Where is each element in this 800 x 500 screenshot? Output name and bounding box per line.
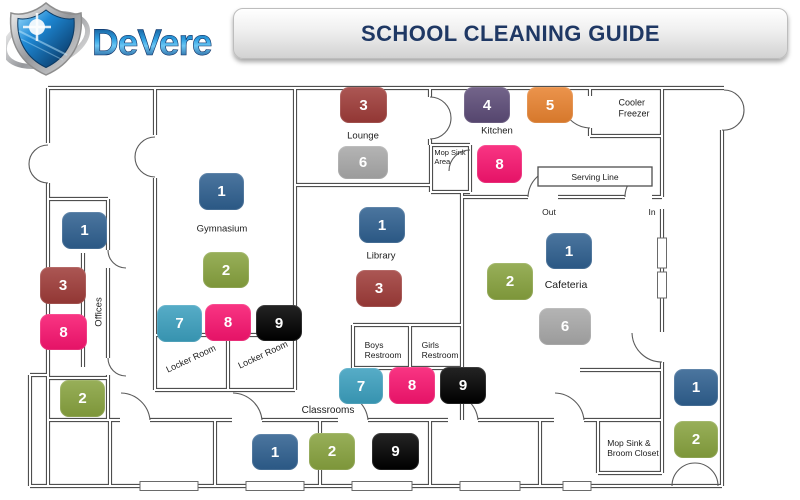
title-banner: SCHOOL CLEANING GUIDE bbox=[233, 8, 788, 59]
serving-line-counter bbox=[537, 166, 653, 187]
badge-right-1: 1 bbox=[674, 369, 718, 406]
shield-icon bbox=[6, 2, 91, 76]
page-title: SCHOOL CLEANING GUIDE bbox=[361, 20, 660, 46]
label-lounge: Lounge bbox=[347, 130, 379, 142]
label-gymnasium: Gymnasium bbox=[196, 223, 248, 235]
badge-lockers-9: 9 bbox=[256, 305, 302, 341]
label-classrooms: Classrooms bbox=[301, 405, 355, 417]
badge-lounge-6: 6 bbox=[338, 146, 388, 179]
badge-classrooms-2: 2 bbox=[309, 433, 355, 470]
badge-restrooms-8: 8 bbox=[389, 367, 435, 404]
badge-kitchen-4: 4 bbox=[464, 87, 510, 123]
badge-restrooms-9: 9 bbox=[440, 367, 486, 404]
label-mop-sink-area: Mop Sink Area bbox=[434, 148, 466, 166]
label-serving-line: Serving Line bbox=[571, 171, 619, 182]
badge-classrooms-1: 1 bbox=[252, 434, 298, 470]
badge-cafeteria-6: 6 bbox=[539, 308, 591, 345]
label-mop-sink-broom-closet: Mop Sink & Broom Closet bbox=[607, 437, 659, 458]
badge-left-2: 2 bbox=[60, 380, 105, 417]
badge-offices-8: 8 bbox=[40, 314, 87, 350]
badge-lockers-7: 7 bbox=[157, 305, 202, 342]
badge-gym-1: 1 bbox=[199, 173, 244, 210]
badge-lounge-3: 3 bbox=[340, 87, 387, 123]
label-girls-restroom: Girls Restroom bbox=[421, 339, 459, 360]
badge-library-3: 3 bbox=[356, 270, 402, 307]
devere-logo: DeVere bbox=[6, 2, 213, 76]
label-kitchen: Kitchen bbox=[481, 125, 513, 137]
windows bbox=[139, 237, 667, 491]
badge-kitchen-8: 8 bbox=[477, 145, 522, 183]
badge-gym-2: 2 bbox=[203, 252, 249, 288]
label-boys-restroom: Boys Restroom bbox=[364, 339, 402, 360]
label-cooler-freezer: Cooler Freezer bbox=[618, 97, 650, 118]
badge-cafeteria-1: 1 bbox=[546, 233, 592, 269]
badge-offices-1: 1 bbox=[62, 212, 107, 249]
label-cafeteria: Cafeteria bbox=[544, 278, 588, 291]
logo-text: DeVere bbox=[92, 22, 212, 63]
label-in-door: In bbox=[648, 206, 656, 217]
label-offices: Offices bbox=[93, 297, 105, 327]
badge-lockers-8: 8 bbox=[205, 304, 251, 341]
badge-kitchen-5: 5 bbox=[527, 87, 573, 123]
badge-right-2: 2 bbox=[674, 421, 718, 458]
badge-offices-3: 3 bbox=[40, 267, 86, 304]
badge-classrooms-9: 9 bbox=[372, 433, 419, 470]
badge-cafeteria-2: 2 bbox=[487, 263, 533, 300]
label-out-door: Out bbox=[542, 206, 556, 217]
badge-restrooms-7: 7 bbox=[339, 368, 383, 404]
badge-library-1: 1 bbox=[359, 207, 405, 243]
label-library: Library bbox=[366, 250, 396, 262]
